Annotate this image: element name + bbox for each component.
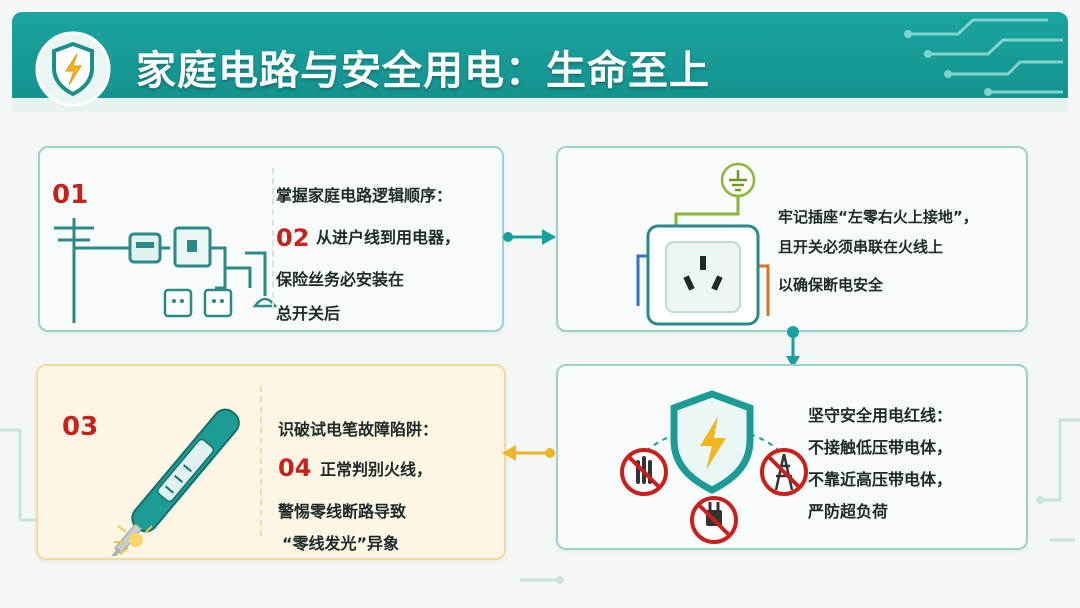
- card3-line1: 识破试电笔故障陷阱：: [278, 420, 439, 439]
- card3-line4: “零线发光”异象: [282, 534, 400, 553]
- divider: [272, 168, 274, 308]
- arrow-left-icon: [502, 445, 555, 461]
- card-socket-rules: 牢记插座“左零右火上接地”， 且开关必须串联在火线上 以确保断电安全: [556, 146, 1028, 332]
- divider: [260, 386, 262, 536]
- arrow-down-icon: [786, 326, 800, 368]
- card3-line2: 正常判别火线，: [320, 460, 433, 479]
- step-number: 03: [62, 412, 99, 442]
- step-number: 02: [276, 224, 310, 252]
- socket-illustration: [636, 162, 770, 326]
- card2-line2: 且开关必须串联在火线上: [778, 238, 944, 256]
- card-test-pen: 03 识破试电笔故障陷阱： 04 正常判别火线， 警惕零线断路导致 “零线发光”…: [36, 364, 506, 560]
- home-circuit-illustration: [54, 218, 278, 323]
- card-circuit-order: 01 掌握家庭电路逻辑顺序： 02 从进户线到用电器， 保险丝务必安装在 总开关…: [38, 146, 504, 332]
- card4-line4: 严防超负荷: [808, 502, 889, 521]
- card1-line2: 从进户线到用电器，: [316, 228, 461, 247]
- no-touch-icon: [620, 448, 668, 496]
- card3-line3: 警惕零线断路导致: [278, 502, 407, 521]
- no-high-voltage-icon: [760, 448, 808, 496]
- test-pen-illustration: [97, 408, 240, 556]
- card4-line1: 坚守安全用电红线：: [808, 406, 953, 425]
- header-banner: [12, 12, 1068, 112]
- card-safety-redlines: 坚守安全用电红线： 不接触低压带电体， 不靠近高压带电体， 严防超负荷: [556, 364, 1028, 550]
- page-title: 家庭电路与安全用电：生命至上: [136, 48, 710, 94]
- card4-line2: 不接触低压带电体，: [808, 438, 953, 457]
- header-circuit-decoration: [904, 18, 1063, 96]
- card1-line4: 总开关后: [276, 304, 341, 323]
- arrow-right-icon: [503, 229, 556, 245]
- shield-lightning-icon: [35, 31, 111, 107]
- step-number: 01: [52, 180, 89, 210]
- card1-line1: 掌握家庭电路逻辑顺序：: [276, 186, 453, 205]
- card2-line3: 以确保断电安全: [778, 276, 884, 294]
- card4-line3: 不靠近高压带电体，: [808, 470, 953, 489]
- no-plug-icon: [690, 496, 738, 544]
- card1-line3: 保险丝务必安装在: [276, 270, 405, 289]
- safety-shield-illustration: [620, 390, 808, 544]
- card2-line1: 牢记插座“左零右火上接地”，: [778, 208, 978, 226]
- step-number: 04: [278, 454, 312, 482]
